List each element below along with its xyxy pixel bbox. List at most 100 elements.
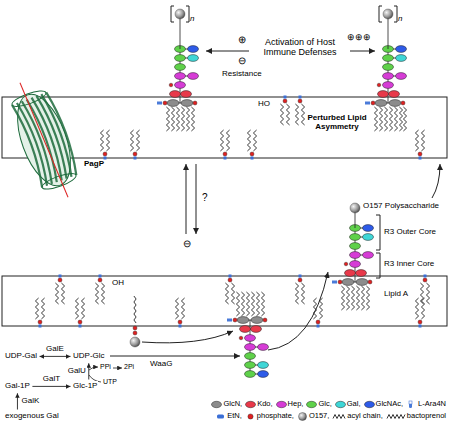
legend-item: phosphate,	[245, 412, 294, 421]
legend-text: O157,	[309, 412, 329, 420]
legend-sample	[245, 412, 256, 421]
metabolite-node: UDP-Glc	[72, 351, 106, 362]
legend-swatch	[364, 401, 374, 407]
legend-swatch	[212, 401, 222, 407]
bracket	[171, 6, 174, 22]
bracket	[376, 253, 380, 278]
arrow	[196, 164, 197, 234]
legend-swatch	[335, 401, 345, 407]
legend-item: Hep,	[276, 400, 304, 409]
legend-item: O157,	[297, 412, 329, 421]
legend-swatch	[246, 401, 256, 407]
legend-text: bactoprenol	[407, 412, 446, 420]
annotation-label: n	[190, 15, 194, 24]
inner-membrane	[2, 276, 447, 326]
legend-item: acyl chain,	[332, 412, 382, 421]
legend-text: GlcN,	[223, 400, 242, 408]
arrow	[268, 272, 328, 350]
arrow	[432, 164, 440, 198]
metabolite-node: UDP-Gal	[4, 351, 38, 362]
enzyme-label: GalK	[22, 397, 40, 406]
metabolite-node: Glc-1P	[72, 381, 98, 392]
bracket	[186, 6, 189, 22]
metabolite-node: exogenous Gal	[4, 411, 60, 422]
legend-swatch	[276, 401, 286, 407]
legend-item: Kdo,	[245, 400, 272, 409]
molecule-glyphs	[35, 9, 429, 377]
legend-item: Glc,	[306, 400, 331, 409]
legend-item: bactoprenol	[386, 412, 446, 421]
legend-item: GlcN,	[211, 400, 242, 409]
bracket	[376, 215, 380, 250]
annotation-label: ⊖	[238, 55, 246, 66]
annotation-label: OH	[112, 279, 124, 288]
legend-sample	[211, 400, 222, 409]
metabolite-name: UDP-Glc	[73, 352, 105, 361]
legend-text: L-Ara4N	[418, 400, 446, 408]
annotation-label: Resistance	[222, 70, 262, 79]
legend-sample	[386, 412, 406, 421]
annotation-label: n	[398, 15, 402, 24]
legend: GlcN, Kdo, Hep, Glc, Gal, GlcNAc, L-Ara4N EtN, p…	[200, 400, 446, 424]
annotation-label: 2Pi	[124, 363, 134, 371]
legend-sample	[276, 400, 287, 409]
annotation-label: ?	[202, 192, 208, 203]
annotation-label: PagP	[84, 160, 104, 169]
enzyme-label: GalU	[68, 367, 86, 376]
metabolite-name: UDP-Gal	[5, 352, 37, 361]
annotation-label: Activation of Host Immune Defenses	[252, 38, 348, 58]
annotation-label: R3 Outer Core	[384, 228, 436, 237]
bracket	[379, 6, 382, 22]
metabolite-name: Glc-1P	[73, 382, 97, 391]
legend-item: EtN,	[215, 412, 242, 421]
legend-row: GlcN, Kdo, Hep, Glc, Gal, GlcNAc, L-Ara4N	[200, 400, 446, 409]
enzyme-label: GalE	[46, 345, 64, 354]
arrow	[206, 51, 249, 52]
annotation-label: R3 Inner Core	[384, 260, 434, 269]
arrow	[113, 368, 122, 369]
legend-sample	[215, 412, 226, 421]
reaction-arrow	[17, 393, 18, 409]
legend-text: GlcNAc,	[376, 400, 404, 408]
enzyme-label: GalT	[43, 375, 60, 384]
annotation-label: WaaG	[150, 360, 172, 369]
legend-text: Kdo,	[257, 400, 272, 408]
legend-item: GlcNAc,	[364, 400, 404, 409]
legend-text: Hep,	[288, 400, 304, 408]
annotation-label: HO	[258, 100, 270, 109]
legend-text: acyl chain,	[347, 412, 382, 420]
legend-text: EtN,	[227, 412, 242, 420]
metabolite-node: Gal-1P	[4, 381, 31, 392]
legend-item: L-Ara4N	[406, 400, 446, 409]
annotation-label: PPi	[100, 363, 111, 371]
legend-swatch	[307, 401, 317, 407]
reaction-arrow	[88, 363, 89, 379]
annotation-label: Perturbed Lipid Asymmetry	[306, 114, 368, 132]
legend-text: phosphate,	[257, 412, 294, 420]
annotation-label: ⊕	[238, 34, 246, 45]
arrow	[110, 356, 240, 357]
legend-sample	[335, 400, 346, 409]
legend-text: Glc,	[318, 400, 331, 408]
pagp-barrel	[2, 74, 87, 206]
annotation-label: UTP	[103, 378, 117, 386]
arrow	[142, 331, 233, 343]
legend-sample	[364, 400, 375, 409]
legend-swatch	[248, 414, 253, 419]
metabolite-name: exogenous Gal	[5, 412, 59, 421]
annotation-label: Lipid A	[384, 290, 408, 299]
legend-sample	[245, 400, 256, 409]
legend-sample	[406, 400, 417, 409]
legend-text: Gal,	[347, 400, 361, 408]
annotation-label: O157 Polysaccharide	[363, 202, 439, 211]
reaction-arrow	[40, 356, 71, 357]
arrow	[350, 51, 375, 52]
reaction-arrow	[32, 386, 70, 387]
annotation-label: ⊕⊕⊕	[347, 33, 371, 43]
arrow	[89, 367, 98, 370]
legend-row: EtN, phosphate, O157, acyl chain, bactopreno…	[200, 412, 446, 421]
arrow	[186, 164, 187, 234]
